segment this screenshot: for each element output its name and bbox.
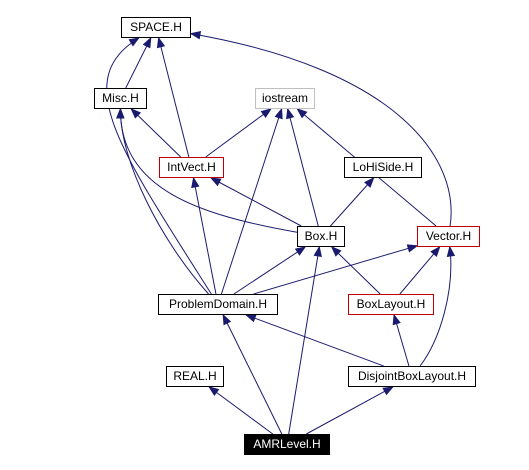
node-misc-h[interactable]: Misc.H: [94, 88, 147, 109]
edge-amrlevel-to-real: [208, 386, 274, 435]
arrowhead-problemdomain-to-iostream: [274, 107, 283, 120]
arrowhead-amrlevel-to-box: [313, 245, 322, 258]
arrowhead-disjointboxlayout-to-vector: [446, 245, 456, 257]
edge-intvect-to-misc: [130, 108, 182, 158]
edge-disjointboxlayout-to-problemdomain: [246, 314, 384, 367]
node-box-h[interactable]: Box.H: [297, 226, 345, 247]
edge-problemdomain-to-box: [233, 246, 306, 295]
node-amrlevel-h[interactable]: AMRLevel.H: [244, 434, 330, 455]
node-vector-h[interactable]: Vector.H: [417, 226, 480, 247]
edge-intvect-to-space: [158, 37, 190, 158]
arrowhead-problemdomain-to-space: [128, 37, 140, 47]
node-iostream[interactable]: iostream: [255, 88, 315, 109]
arrowhead-amrlevel-to-disjointboxlayout: [382, 386, 394, 396]
arrowhead-misc-to-space: [142, 36, 152, 49]
arrowhead-intvect-to-misc: [130, 108, 142, 119]
arrowhead-problemdomain-to-vector: [406, 244, 419, 253]
arrowhead-box-to-iostream: [286, 107, 295, 120]
arrowhead-disjointboxlayout-to-boxlayout: [392, 313, 401, 326]
edge-intvect-to-iostream: [205, 108, 272, 158]
arrowhead-disjointboxlayout-to-problemdomain: [244, 314, 257, 323]
arrowhead-vector-to-space: [189, 31, 202, 40]
arrowhead-box-to-lohiside: [364, 176, 375, 188]
edge-problemdomain-to-iostream: [220, 108, 283, 295]
edge-amrlevel-to-disjointboxlayout: [306, 386, 393, 435]
edge-amrlevel-to-box: [288, 246, 320, 435]
arrowhead-intvect-to-space: [156, 36, 166, 49]
edge-box-to-lohiside: [330, 177, 374, 227]
edge-vector-to-space: [190, 33, 452, 227]
node-disjointboxlayout-h[interactable]: DisjointBoxLayout.H: [348, 366, 476, 387]
arrowhead-vector-to-iostream: [296, 108, 308, 119]
edge-box-to-intvect: [210, 177, 302, 227]
arrowhead-intvect-to-iostream: [260, 108, 272, 119]
node-boxlayout-h[interactable]: BoxLayout.H: [348, 294, 434, 315]
arrowhead-problemdomain-to-box: [294, 246, 307, 256]
arrowhead-boxlayout-to-box: [330, 246, 342, 257]
node-intvect-h[interactable]: IntVect.H: [159, 157, 224, 178]
arrowhead-problemdomain-to-misc: [116, 107, 125, 119]
edge-boxlayout-to-box: [331, 246, 381, 295]
edge-box-to-iostream: [287, 108, 319, 227]
arrowhead-boxlayout-to-vector: [430, 245, 441, 257]
node-space-h[interactable]: SPACE.H: [121, 17, 191, 38]
edge-boxlayout-to-vector: [399, 246, 441, 295]
arrowhead-box-to-intvect: [209, 177, 222, 187]
node-lohiside-h[interactable]: LoHiSide.H: [344, 157, 422, 178]
node-problemdomain-h[interactable]: ProblemDomain.H: [158, 294, 278, 315]
arrowhead-amrlevel-to-real: [208, 386, 220, 397]
edge-disjointboxlayout-to-vector: [419, 246, 452, 367]
arrowhead-problemdomain-to-intvect: [191, 176, 200, 189]
edge-amrlevel-to-problemdomain: [222, 314, 283, 435]
edge-problemdomain-to-intvect: [193, 177, 217, 295]
edge-problemdomain-to-space: [106, 37, 212, 295]
arrowhead-amrlevel-to-problemdomain: [222, 313, 232, 326]
edge-box-to-misc: [119, 108, 298, 233]
edge-problemdomain-to-vector: [253, 245, 418, 295]
edge-problemdomain-to-misc: [119, 108, 209, 295]
node-real-h[interactable]: REAL.H: [166, 366, 224, 387]
